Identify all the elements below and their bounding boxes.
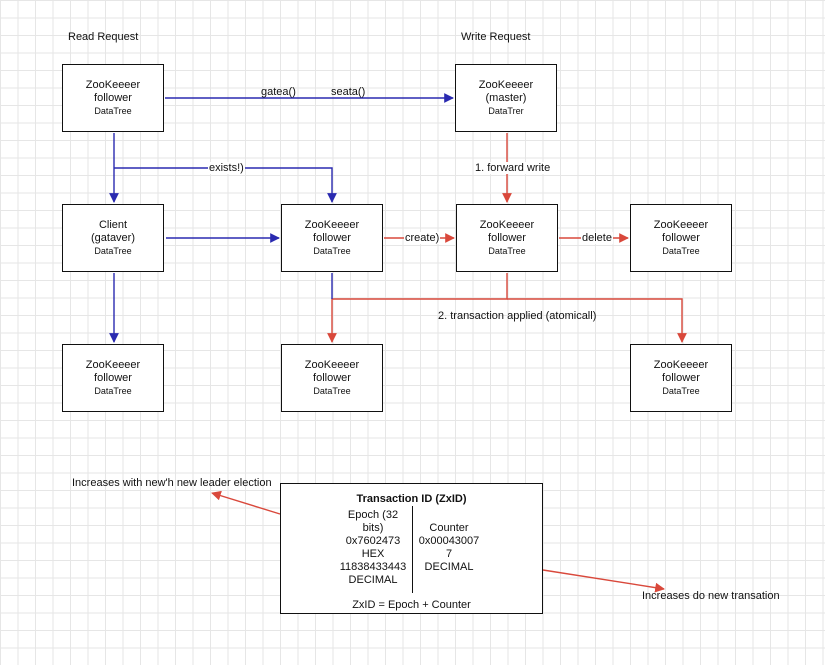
node-mid-center: ZooKeeeer follower DataTree xyxy=(281,204,383,272)
counter-line: Counter xyxy=(429,522,469,534)
epoch-line: 0x7602473 xyxy=(345,535,401,547)
epoch-column: Epoch (32 bits) 0x7602473 HEX 1183843344… xyxy=(333,509,413,587)
edge-note-right xyxy=(542,569,665,593)
node-store: DataTree xyxy=(94,385,132,396)
transaction-divider xyxy=(412,506,413,593)
node-client: Client (gataver) DataTree xyxy=(62,204,164,272)
node-title: ZooKeeeer xyxy=(653,218,709,231)
node-store: DataTrer xyxy=(488,105,524,116)
node-title: ZooKeeeer xyxy=(85,358,141,371)
edge-label-transaction: 2. transaction applied (atomicall) xyxy=(438,310,597,322)
node-store: DataTree xyxy=(94,105,132,116)
counter-line: 0x00043007 xyxy=(418,535,480,547)
node-mid-right: ZooKeeeer follower DataTree xyxy=(630,204,732,272)
note-new-transaction: Increases do new transation xyxy=(642,590,780,602)
node-store: DataTree xyxy=(313,245,351,256)
edge-label-exists: exists!) xyxy=(208,162,245,174)
edge-label-delete: delete xyxy=(581,232,613,244)
write-request-header: Write Request xyxy=(461,31,531,43)
node-bottom-center: ZooKeeeer follower DataTree xyxy=(281,344,383,412)
node-mid-master: ZooKeeeer follower DataTree xyxy=(456,204,558,272)
node-store: DataTree xyxy=(488,245,526,256)
node-store: DataTree xyxy=(94,245,132,256)
node-top-left: ZooKeeeer follower DataTree xyxy=(62,64,164,132)
node-role: follower xyxy=(94,91,132,104)
transaction-title: Transaction ID (ZxID) xyxy=(356,493,467,505)
node-top-master: ZooKeeeer (master) DataTrer xyxy=(455,64,557,132)
node-role: follower xyxy=(488,231,526,244)
node-role: follower xyxy=(94,371,132,384)
node-role: follower xyxy=(662,231,700,244)
node-store: DataTree xyxy=(662,385,700,396)
node-role: (master) xyxy=(485,91,527,104)
edge-label-create: create) xyxy=(404,232,441,244)
node-title: ZooKeeeer xyxy=(479,218,535,231)
epoch-line: 11838433443 xyxy=(339,561,407,573)
node-title: ZooKeeeer xyxy=(85,78,141,91)
node-title: ZooKeeeer xyxy=(304,358,360,371)
node-role: follower xyxy=(313,231,351,244)
edge-transaction-right xyxy=(507,298,687,343)
node-role: (gataver) xyxy=(90,231,136,244)
read-request-header: Read Request xyxy=(68,31,139,43)
transaction-id-box: Transaction ID (ZxID) Epoch (32 bits) 0x… xyxy=(280,483,543,614)
node-role: follower xyxy=(662,371,700,384)
edge-label-forward-write: 1. forward write xyxy=(474,162,552,174)
node-title: ZooKeeeer xyxy=(653,358,709,371)
edge-exists xyxy=(114,167,337,203)
epoch-line: DECIMAL xyxy=(348,574,398,586)
epoch-line: Epoch (32 xyxy=(347,509,399,521)
epoch-line: HEX xyxy=(361,548,385,560)
edge-transaction-branch xyxy=(327,273,508,343)
node-title: ZooKeeeer xyxy=(478,78,534,91)
node-title: Client xyxy=(98,218,128,231)
node-role: follower xyxy=(313,371,351,384)
note-leader-election: Increases with new'h new leader election xyxy=(72,477,272,489)
edge-note-left xyxy=(211,490,281,515)
counter-line: DECIMAL xyxy=(424,561,474,573)
epoch-line: bits) xyxy=(362,522,384,534)
edge-label-gatea: gatea() xyxy=(261,86,296,98)
edge-label-seata: seata() xyxy=(331,86,366,98)
node-title: ZooKeeeer xyxy=(304,218,360,231)
zxid-formula: ZxID = Epoch + Counter xyxy=(352,599,471,611)
counter-column: Counter 0x00043007 7 DECIMAL xyxy=(417,522,481,574)
node-bottom-right: ZooKeeeer follower DataTree xyxy=(630,344,732,412)
node-store: DataTree xyxy=(313,385,351,396)
node-store: DataTree xyxy=(662,245,700,256)
counter-line: 7 xyxy=(445,548,453,560)
node-bottom-left: ZooKeeeer follower DataTree xyxy=(62,344,164,412)
